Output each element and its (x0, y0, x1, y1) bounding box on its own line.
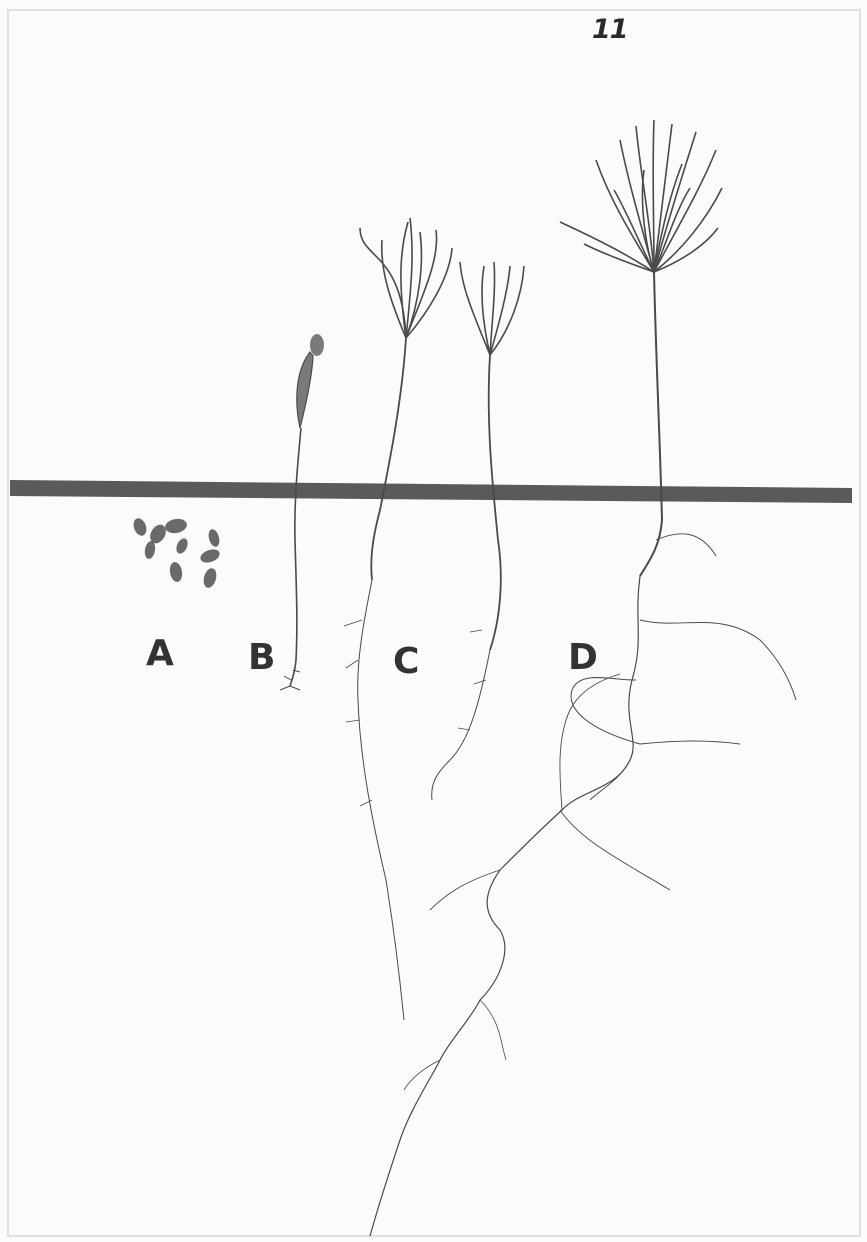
stage-label-c: C (393, 644, 419, 680)
plate-border (8, 10, 860, 1236)
stage-d-seedling (370, 120, 796, 1236)
stage-label-d: D (568, 640, 598, 676)
stage-c-seedling-right (432, 262, 524, 800)
stage-a-seeds (131, 516, 221, 589)
stage-c-seedling-left (344, 218, 452, 1020)
stage-b-seedling (280, 334, 324, 690)
ground-line (10, 480, 852, 503)
stage-label-a: A (146, 636, 174, 672)
stage-label-b: B (248, 640, 275, 676)
plate-number: 11 (592, 14, 628, 45)
